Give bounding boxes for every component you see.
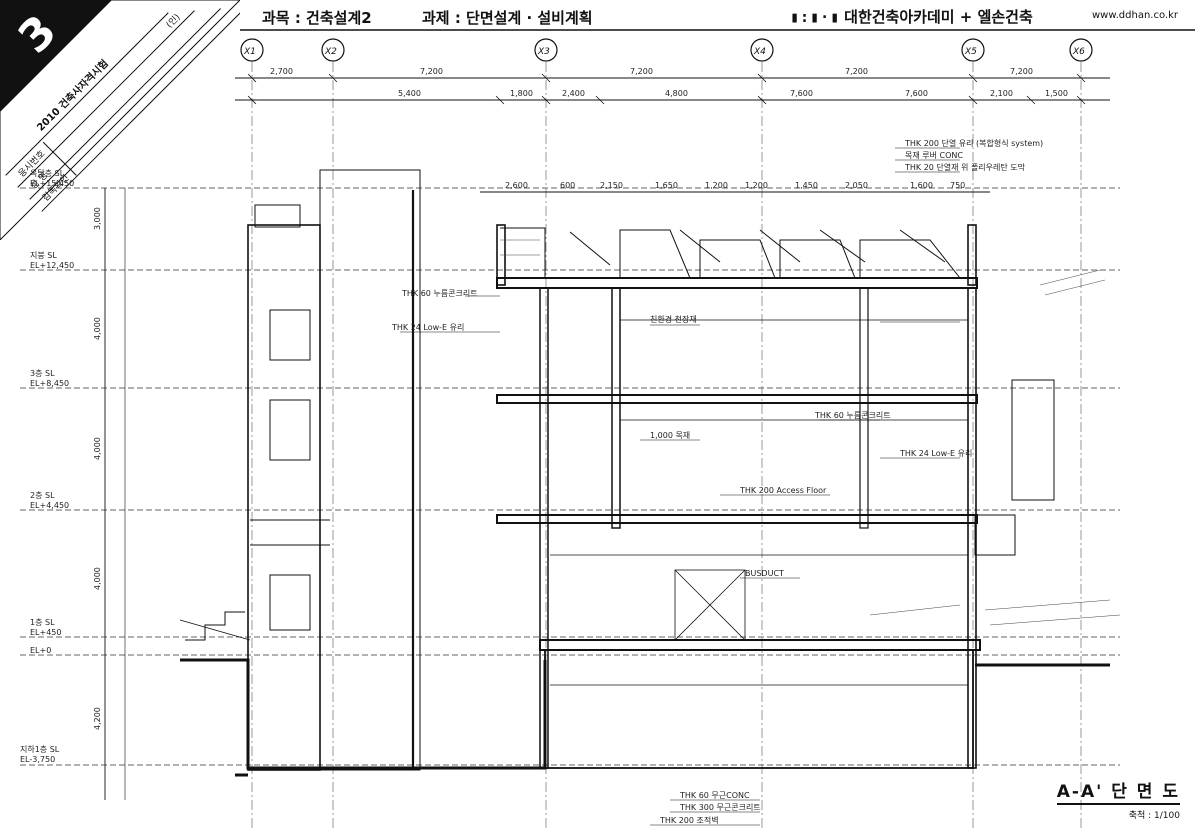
task-label: 과제 : 단면설계 · 설비계획 (422, 9, 593, 27)
title-block: A-A' 단 면 도 축척 : 1/100 (1030, 777, 1180, 821)
grid-label-x1: X1 (243, 47, 256, 57)
brand: ▮:▮·▮대한건축아카데미 + 엘손건축 (790, 6, 1033, 27)
dim-roof-6: 1,200 (745, 181, 768, 190)
dim-roof-4: 1,650 (655, 181, 678, 190)
note-tag-7: 1,000 목재 (650, 431, 690, 440)
drawing-scale: 축척 : 1/100 (1128, 811, 1180, 821)
dim-sub-8: 1,500 (1045, 89, 1068, 98)
note-tag-9: THK 60 무근CONC (679, 791, 750, 800)
dim-roof-2: 600 (560, 181, 575, 190)
dim-roof-1: 2,600 (505, 181, 528, 190)
level-1f-name: 1층 SL (30, 618, 55, 627)
dim-top-2: 7,200 (420, 67, 443, 76)
level-3f-value: EL+8,450 (30, 379, 69, 388)
dim-roof-5: 1,200 (705, 181, 728, 190)
note-tag-2: THK 24 Low-E 유리 (391, 323, 464, 332)
note-tag-1: THK 60 누름콘크리트 (401, 289, 478, 298)
brand-url: www.ddhan.co.kr (1092, 10, 1178, 21)
story-height-4: 4,000 (93, 567, 102, 590)
dim-sub-5: 7,600 (790, 89, 813, 98)
level-rooftop-name: 옥탑층 SL (30, 169, 65, 178)
dim-sub-7: 2,100 (990, 89, 1013, 98)
grid-label-x6: X6 (1072, 47, 1085, 57)
brand-logo-icon: ▮:▮·▮ (790, 8, 841, 26)
story-height-2: 4,000 (93, 317, 102, 340)
grid-label-x4: X4 (753, 47, 766, 57)
level-b1-name: 지하1층 SL (20, 744, 60, 754)
dim-sub-1: 5,400 (398, 89, 421, 98)
dim-top-1: 2,700 (270, 67, 293, 76)
note-roof-1: THK 200 단열 유리 (복합형식 system) (904, 138, 1043, 148)
dim-roof-3: 2,150 (600, 181, 623, 190)
dim-roof-8: 2,050 (845, 181, 868, 190)
note-tag-5: THK 24 Low-E 유리 (899, 449, 972, 458)
level-b1-value: EL-3,750 (20, 755, 55, 764)
note-tag-8: BUSDUCT (745, 569, 784, 578)
story-height-5: 4,200 (93, 707, 102, 730)
dim-top-5: 7,200 (1010, 67, 1033, 76)
story-height-3: 4,000 (93, 437, 102, 460)
level-roof-name: 지붕 SL (30, 251, 57, 260)
level-2f-value: EL+4,450 (30, 501, 69, 510)
level-1f-value: EL+450 (30, 628, 61, 637)
grid-bubbles (240, 38, 1093, 62)
story-height-1: 3,000 (93, 207, 102, 230)
level-gl-value: EL+0 (30, 646, 51, 655)
level-roof-value: EL+12,450 (30, 261, 74, 270)
dim-sub-4: 4,800 (665, 89, 688, 98)
grid-label-x3: X3 (537, 47, 550, 57)
note-roof-2: 목재 루버 CONC (905, 150, 963, 160)
note-tag-10: THK 300 무근콘크리트 (679, 803, 761, 812)
dim-roof-9: 1,600 (910, 181, 933, 190)
level-2f-name: 2층 SL (30, 491, 55, 500)
note-tag-3: 친환경 천장재 (650, 314, 697, 324)
grid-lines (251, 62, 1082, 830)
dim-sub-3: 2,400 (562, 89, 585, 98)
note-tag-4: THK 60 누름콘크리트 (814, 411, 891, 420)
drawing-title: A-A' 단 면 도 (1056, 777, 1180, 805)
brand-name: 대한건축아카데미 + 엘손건축 (844, 8, 1033, 26)
subject-label: 과목 : 건축설계2 (262, 9, 372, 27)
grid-label-x5: X5 (964, 47, 977, 57)
note-roof-3: THK 20 단열재 위 폴리우레탄 도막 (904, 162, 1026, 172)
level-3f-name: 3층 SL (30, 369, 55, 378)
dim-roof-10: 750 (950, 181, 965, 190)
level-rooftop-value: EL+15,450 (30, 179, 74, 188)
note-tag-6: THK 200 Access Floor (739, 486, 827, 495)
dim-top-3: 7,200 (630, 67, 653, 76)
dim-roof-7: 1,450 (795, 181, 818, 190)
grid-label-x2: X2 (324, 47, 337, 57)
dim-top-4: 7,200 (845, 67, 868, 76)
dim-sub-2: 1,800 (510, 89, 533, 98)
sheet-badge: 3 2010 건축사자격시험 응시번호 성 명 (인) 감독확인 (0, 0, 240, 240)
core-tower (247, 169, 421, 771)
dim-sub-6: 7,600 (905, 89, 928, 98)
note-tag-11: THK 200 조적벽 (659, 815, 719, 825)
main-structure (179, 224, 1055, 769)
